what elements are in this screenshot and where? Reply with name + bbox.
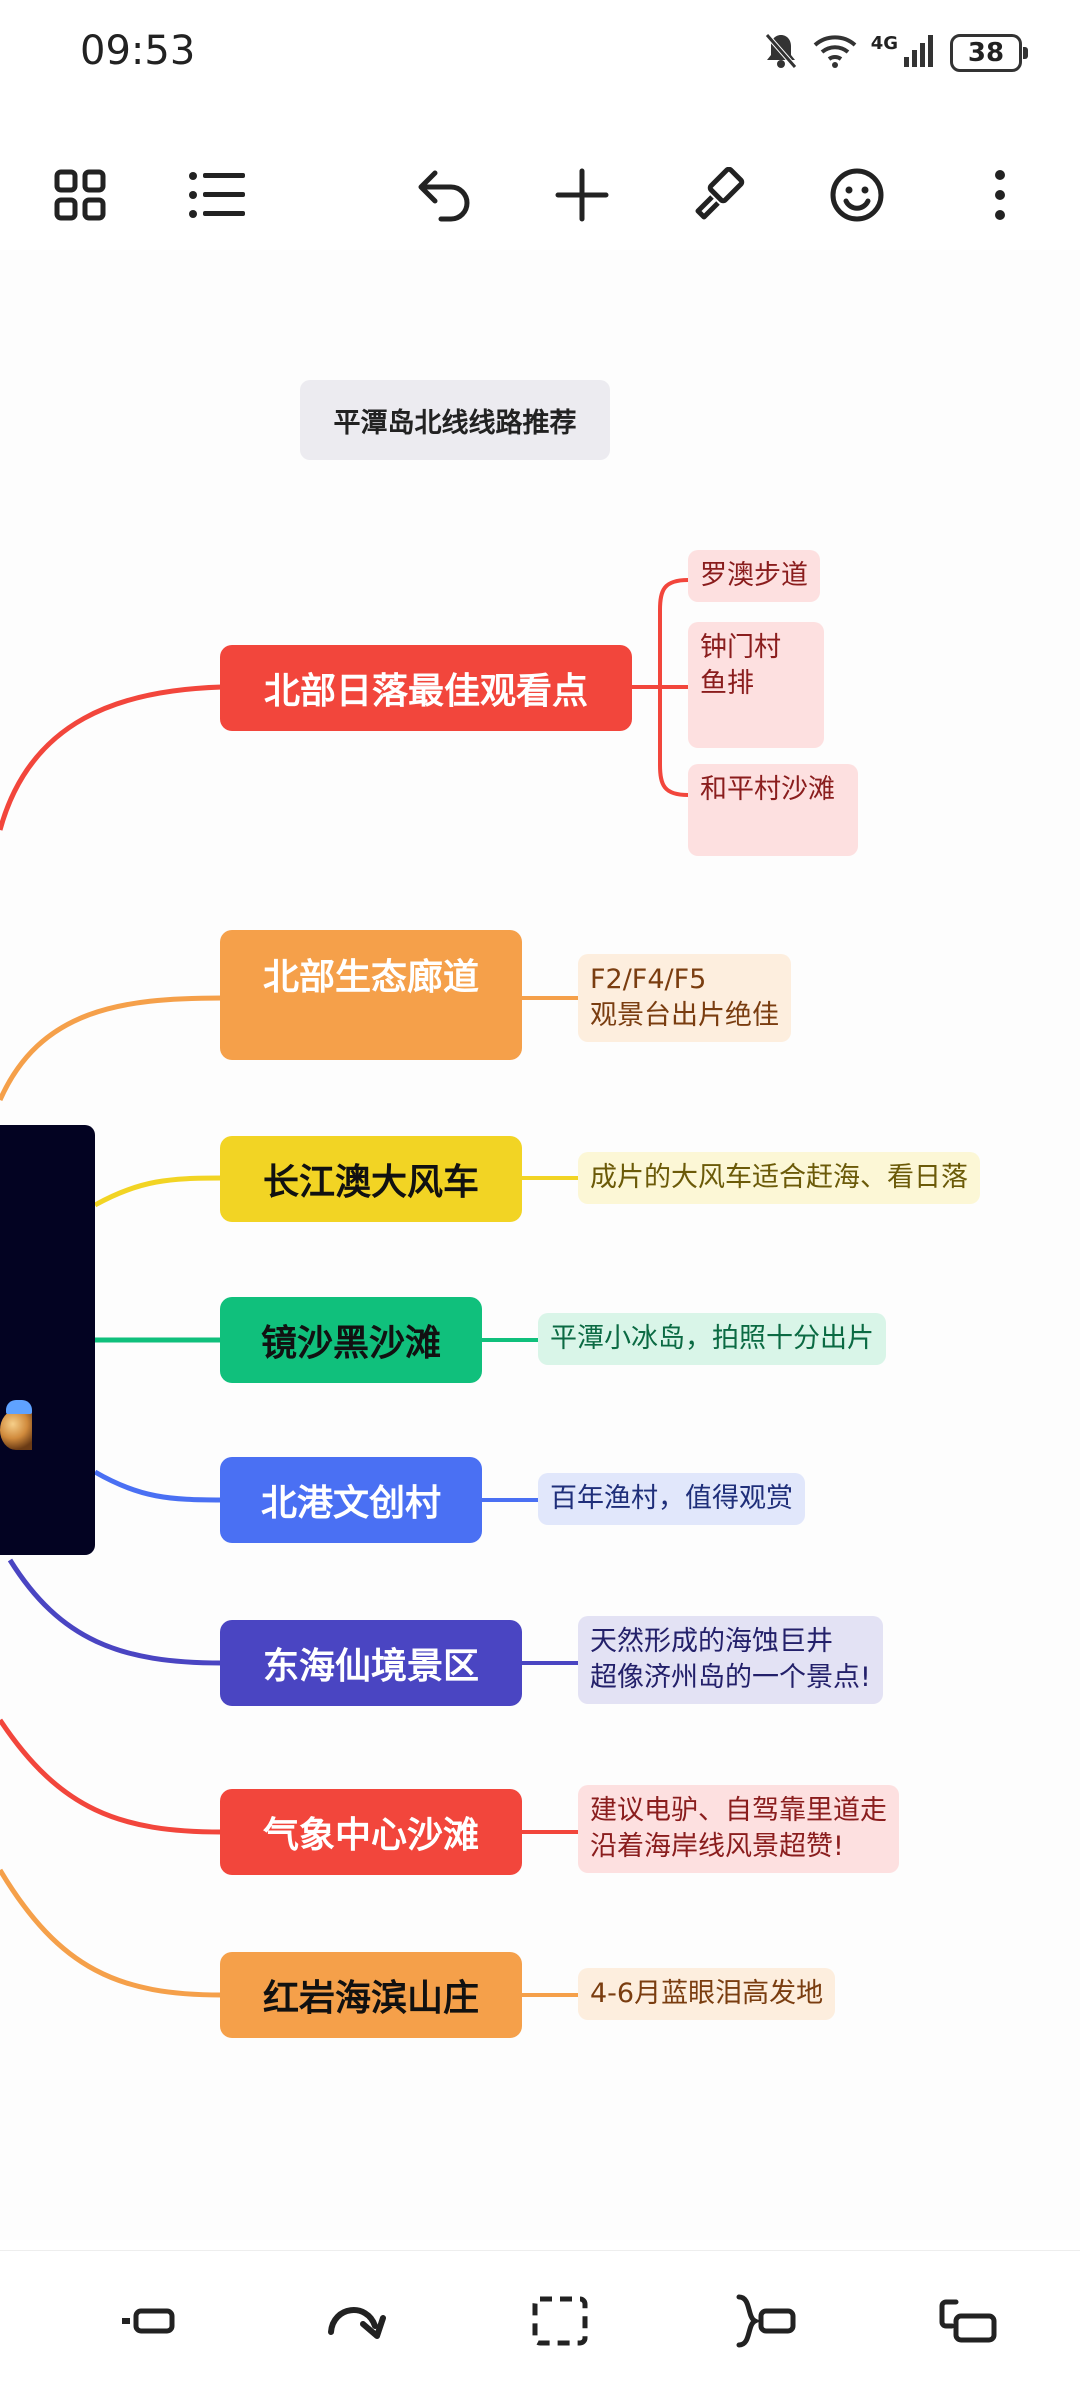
undo-icon[interactable] [400, 140, 490, 250]
leaf-node[interactable]: 平潭小冰岛，拍照十分出片 [538, 1313, 886, 1365]
leaf-node[interactable]: 天然形成的海蚀巨井 超像济州岛的一个景点! [578, 1616, 883, 1704]
branch-node[interactable]: 北港文创村 [220, 1457, 482, 1543]
root-node-image[interactable] [0, 1125, 95, 1555]
grid-icon[interactable] [35, 140, 125, 250]
root-image-thumbnail [0, 1400, 32, 1450]
battery-icon: 38 [950, 34, 1028, 72]
leaf-node[interactable]: 建议电驴、自驾靠里道走 沿着海岸线风景超赞! [578, 1785, 899, 1873]
connector-lines [0, 578, 689, 1998]
branch-label: 红岩海滨山庄 [262, 1978, 479, 2019]
top-toolbar [0, 140, 1080, 250]
branch-node[interactable]: 东海仙境景区 [220, 1620, 522, 1706]
format-brush-icon[interactable] [673, 140, 763, 250]
add-icon[interactable] [537, 140, 627, 250]
battery-level: 38 [967, 38, 1005, 68]
branch-label: 东海仙境景区 [262, 1646, 479, 1687]
leaf-node[interactable]: 4-6月蓝眼泪高发地 [578, 1968, 836, 2020]
status-bar: 09:53 4G 38 [0, 0, 1080, 105]
outline-list-icon[interactable] [172, 140, 262, 250]
status-icons: 4G 38 [763, 30, 1028, 76]
leaf-node[interactable]: F2/F4/F5 观景台出片绝佳 [578, 954, 791, 1042]
leaf-node[interactable]: 百年渔村，值得观赏 [538, 1473, 805, 1525]
leaf-node[interactable]: 成片的大风车适合赶海、看日落 [578, 1152, 980, 1204]
bell-mute-icon [763, 31, 799, 75]
branch-node[interactable]: 红岩海滨山庄 [220, 1952, 522, 2038]
insert-sibling-icon[interactable] [98, 2271, 198, 2371]
branch-node[interactable]: 气象中心沙滩 [220, 1789, 522, 1875]
branch-node[interactable]: 北部生态廊道 [220, 930, 522, 1060]
bottom-toolbar [0, 2250, 1080, 2390]
branch-label: 北部日落最佳观看点 [263, 671, 588, 712]
mindmap-canvas[interactable]: 平潭岛北线线路推荐 北部日落最佳观看点 罗澳步道 钟门村 鱼排 和平村沙滩 北部… [0, 250, 1080, 2240]
select-area-icon[interactable] [510, 2271, 610, 2371]
leaf-node[interactable]: 罗澳步道 [688, 550, 820, 602]
leaf-node[interactable]: 钟门村 鱼排 [688, 622, 824, 748]
branch-node[interactable]: 长江澳大风车 [220, 1136, 522, 1222]
wifi-icon [813, 33, 857, 73]
mindmap-title[interactable]: 平潭岛北线线路推荐 [300, 380, 610, 460]
branch-label: 长江澳大风车 [262, 1162, 479, 1203]
leaf-node[interactable]: 和平村沙滩 [688, 764, 858, 856]
redo-curve-icon[interactable] [305, 2271, 405, 2371]
branch-label: 镜沙黑沙滩 [260, 1323, 441, 1364]
emoji-icon[interactable] [812, 140, 902, 250]
more-icon[interactable] [955, 140, 1045, 250]
status-time: 09:53 [80, 28, 196, 74]
branch-node[interactable]: 镜沙黑沙滩 [220, 1297, 482, 1383]
branch-label: 北港文创村 [260, 1483, 441, 1524]
branch-label: 北部生态廊道 [262, 957, 479, 998]
signal-icon [902, 33, 936, 73]
branch-label: 气象中心沙滩 [262, 1815, 479, 1856]
branch-node[interactable]: 北部日落最佳观看点 [220, 645, 632, 731]
network-type: 4G [870, 32, 898, 54]
summary-bracket-icon[interactable] [715, 2271, 815, 2371]
detach-node-icon[interactable] [918, 2271, 1018, 2371]
